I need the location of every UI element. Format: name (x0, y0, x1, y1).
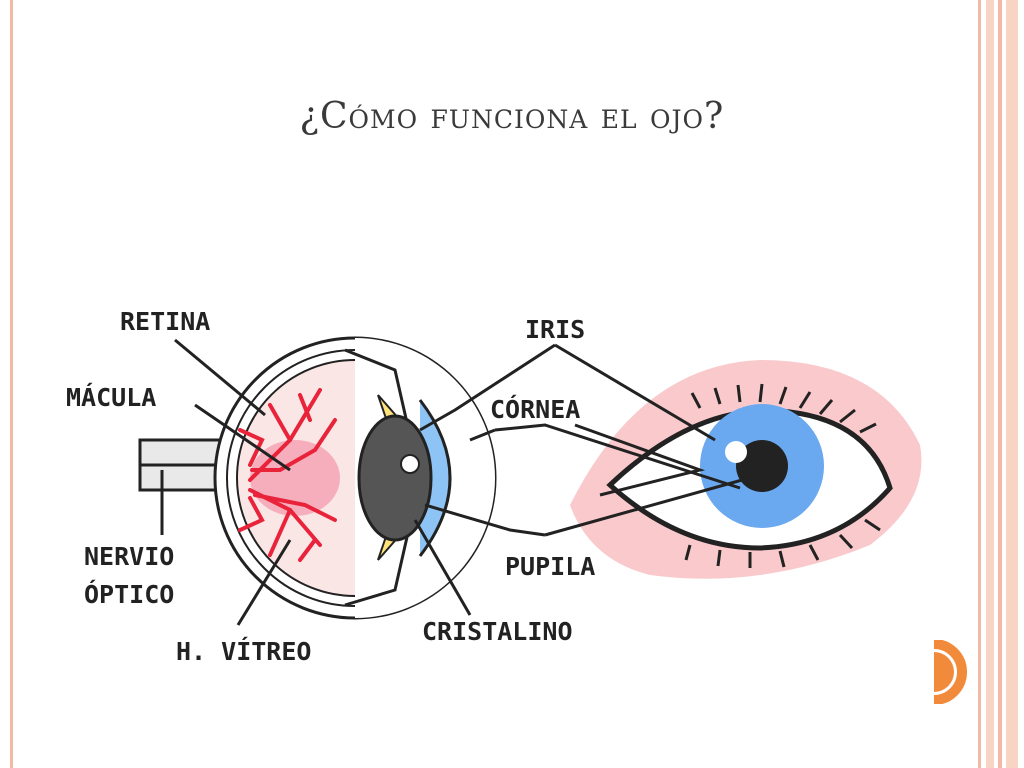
eyeball-cross-section (213, 336, 497, 620)
left-border-line (10, 0, 13, 768)
label-retina: RETINA (120, 307, 210, 336)
label-macula: MÁCULA (66, 383, 156, 412)
right-stripe-4 (1006, 0, 1018, 768)
right-stripe-3 (998, 0, 1002, 768)
slide-title: ¿Cómo funciona el ojo? (299, 96, 725, 137)
label-vitreo: H. VÍTREO (176, 637, 311, 666)
label-iris: IRIS (525, 315, 585, 344)
eyelashes (684, 383, 881, 568)
label-pupila: PUPILA (505, 552, 595, 581)
retina-vessels (238, 388, 337, 562)
label-cristalino: CRISTALINO (422, 617, 573, 646)
right-stripe-1 (978, 0, 981, 768)
corner-accent-circle (926, 640, 967, 704)
label-nervio: NERVIO (84, 542, 174, 571)
external-eye (570, 360, 922, 579)
leader-lines (160, 338, 761, 626)
label-optico: ÓPTICO (84, 579, 174, 609)
right-stripe-2 (986, 0, 994, 768)
label-cornea: CÓRNEA (490, 394, 580, 424)
